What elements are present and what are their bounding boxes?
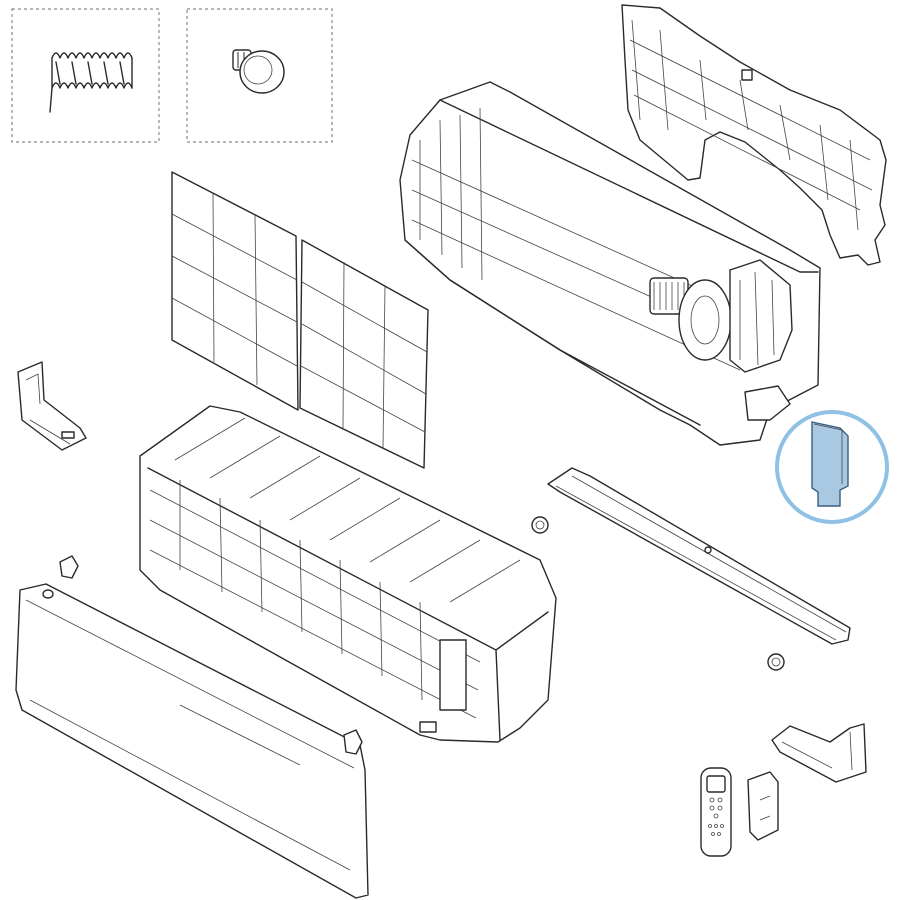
left-bracket[interactable] xyxy=(17,361,87,451)
louver[interactable] xyxy=(547,467,851,645)
accessory-spring[interactable] xyxy=(11,8,160,143)
bushing-left xyxy=(531,516,549,534)
right-bracket[interactable] xyxy=(771,723,867,783)
remote-holder[interactable] xyxy=(747,771,779,841)
bushing-right xyxy=(767,653,785,671)
display-board xyxy=(811,421,849,507)
air-filter[interactable] xyxy=(171,171,429,469)
remote-control[interactable] xyxy=(700,767,732,857)
front-frame[interactable] xyxy=(139,405,557,743)
mounting-plate[interactable] xyxy=(621,4,887,266)
display-module[interactable] xyxy=(775,410,889,524)
accessory-knob[interactable] xyxy=(186,8,333,143)
front-panel[interactable] xyxy=(15,555,369,899)
chassis[interactable] xyxy=(399,81,821,446)
